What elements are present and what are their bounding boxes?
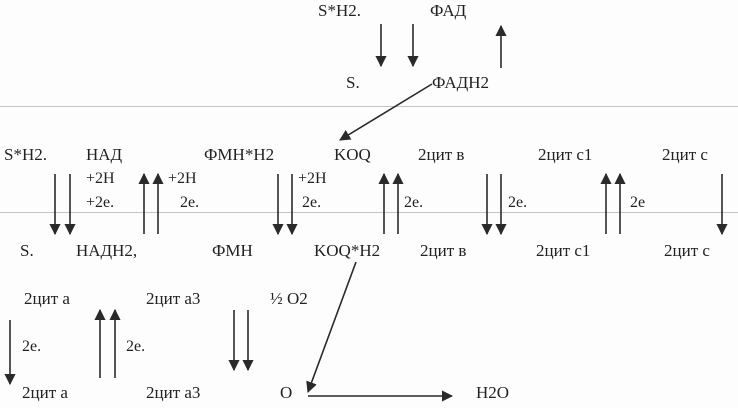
row1-fmn-step-2e: 2е. <box>180 194 200 211</box>
top-fad: ФАД <box>430 1 467 20</box>
row2-coq-h2: KOQ*H2 <box>314 241 381 260</box>
row1-coqh2-step-2e: 2е. <box>404 194 424 211</box>
top-substrate-sh2: S*H2. <box>318 1 361 20</box>
row1-fmn-step-2h: +2Н <box>168 170 197 187</box>
row1-nad-plus-2e: +2е. <box>86 194 115 211</box>
row4-water: Н2О <box>476 383 510 402</box>
row4-oxygen: О <box>280 383 293 402</box>
row2-substrate-s: S. <box>20 241 34 260</box>
row4-cyt-a: 2цит а <box>22 383 68 402</box>
row1-cyt-c: 2цит с <box>662 145 708 164</box>
row4-cyt-a3: 2цит а3 <box>146 383 201 402</box>
scan-line-artifact <box>0 106 738 107</box>
row3-left-2e: 2е. <box>22 338 42 355</box>
row1-coq: KOQ <box>334 145 371 164</box>
row1-nad-plus-2h: +2Н <box>86 170 115 187</box>
row1-cyt-c1-step-2e: 2е <box>630 194 646 211</box>
row1-fmn-h2: ФМН*Н2 <box>204 145 275 164</box>
row1-substrate-sh2: S*H2. <box>4 145 47 164</box>
top-fadh2: ФАДН2 <box>432 73 490 92</box>
row2-fmn: ФМН <box>212 241 253 260</box>
row1-coq-step-2h: +2Н <box>298 170 327 187</box>
row1-nad: НАД <box>86 145 123 164</box>
row3-mid-2e: 2е. <box>126 338 146 355</box>
row1-cyt-c1: 2цит с1 <box>538 145 593 164</box>
arrow-fadh2-to-coq <box>339 83 433 141</box>
row1-cyt-b-step-2e: 2е. <box>508 194 528 211</box>
row1-coq-step-2e: 2е. <box>302 194 322 211</box>
row2-cyt-b: 2цит в <box>420 241 467 260</box>
scan-line-artifact <box>0 212 738 213</box>
arrow-coqh2-to-oxygen <box>306 261 357 394</box>
row2-cyt-c: 2цит с <box>664 241 710 260</box>
row1-cyt-b: 2цит в <box>418 145 465 164</box>
top-substrate-s: S. <box>346 73 360 92</box>
row2-cyt-c1: 2цит с1 <box>536 241 591 260</box>
row3-cyt-a: 2цит а <box>24 289 70 308</box>
row2-nadh2: НАДН2, <box>76 241 138 260</box>
row3-half-o2: ½ О2 <box>270 289 308 308</box>
row3-cyt-a3: 2цит а3 <box>146 289 201 308</box>
